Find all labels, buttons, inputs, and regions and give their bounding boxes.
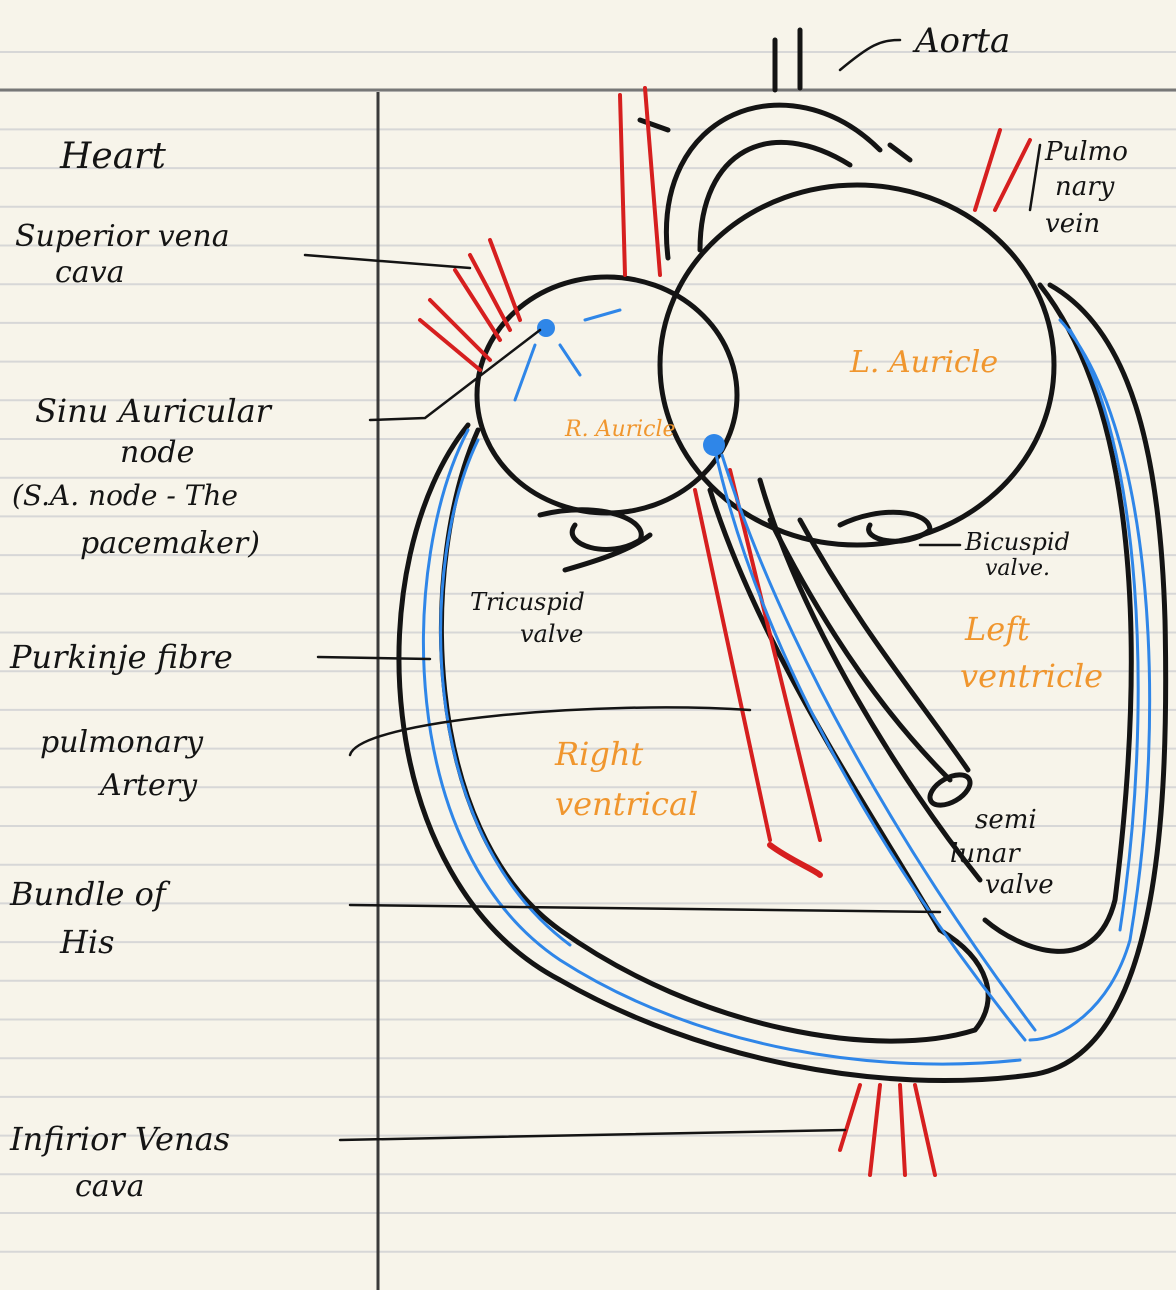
pulmonary-vein-line-1 [975,130,1000,210]
sa-node-arrow-1 [585,310,620,320]
bicuspid-valve-label-1: Bicuspid [964,528,1070,556]
semilunar-valve-label-3: valve [985,870,1054,900]
right-ventricle-label-1: Right [554,735,643,773]
sa-node-arrow-2 [560,345,580,375]
sa-node-label-1: Sinu Auricular [35,392,273,430]
purkinje-fibre-label: Purkinje fibre [9,638,233,676]
bundle-of-his-label-1: Bundle of [9,875,171,913]
right-ventricle-label-2: ventrical [555,785,698,823]
pulmonary-artery-label-2: Artery [97,768,198,803]
inferior-vena-cava-vessel-2 [870,1085,880,1175]
inferior-vena-cava-label-2: cava [75,1169,145,1204]
pulmonary-artery-label-1: pulmonary [40,725,204,760]
pulmonary-vein-line-2 [995,140,1030,210]
svc-line-4 [470,255,510,330]
diagram-labels: Aorta Pulmo nary vein Heart Superior ven… [9,21,1128,1204]
sa-node-label-4: pacemaker) [80,526,260,561]
sa-node-label-3: (S.A. node - The [12,479,238,512]
purkinje-leader [318,657,430,659]
inferior-vena-cava-vessel-3 [900,1085,905,1175]
svc-leader [305,255,470,268]
bicuspid-valve-label-2: valve. [985,556,1050,581]
superior-vena-cava-label-1: Superior vena [15,219,230,254]
bundle-of-his-label-2: His [59,923,115,961]
left-ventricle-label-1: Left [964,610,1030,648]
sa-node-dot [537,319,555,337]
l-auricle-label: L. Auricle [849,345,998,380]
sa-node-arrow-3 [515,345,535,400]
inferior-vena-cava-vessel-4 [915,1085,935,1175]
sa-node-label-2: node [120,435,194,470]
bundle-leader [350,905,940,912]
left-ventricle-label-2: ventricle [960,657,1103,695]
inferior-vena-cava-vessel-1 [840,1085,860,1150]
superior-vena-cava-vessel-1 [620,95,625,275]
pulmonary-vein-label-2: nary [1055,172,1115,202]
semilunar-valve-label-2: lunar [950,839,1021,869]
tricuspid-valve-label-1: Tricuspid [470,588,585,616]
leader-lines [305,40,1040,1140]
heart-title: Heart [59,136,166,177]
aorta-label: Aorta [912,21,1010,61]
pulmonary-vein-label-1: Pulmo [1044,137,1128,167]
sa-node-leader [370,330,540,420]
superior-vena-cava-vessel-2 [645,88,660,275]
pulmonary-vein-leader [1030,145,1040,210]
inferior-vena-cava-label-1: Infirior Venas [9,1120,230,1158]
superior-vena-cava-label-2: cava [55,255,125,290]
pulmonary-artery-red-end [770,845,820,875]
r-auricle-label: R. Auricle [564,417,676,442]
svc-line-5 [490,240,520,320]
av-node-dot [703,434,725,456]
aorta-leader [840,40,900,70]
tricuspid-valve-label-2: valve [520,620,583,648]
semilunar-valve-shape [925,769,975,812]
semilunar-valve-label-1: semi [975,805,1037,835]
aorta-branch-4 [890,145,910,160]
pulmonary-vein-label-3: vein [1045,209,1100,239]
